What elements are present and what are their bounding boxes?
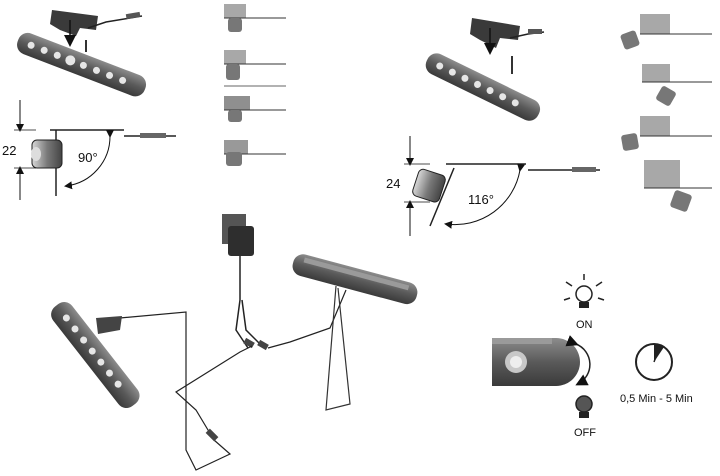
sensor-function: ON OFF 0,5 Min - 5 Min: [492, 274, 693, 439]
rotate-arrow-icon: [565, 335, 591, 386]
mounting-bracket-right: [470, 18, 520, 48]
left-sensor-positions: [224, 4, 286, 166]
timer-label: 0,5 Min - 5 Min: [620, 393, 693, 405]
left-mount-illustration: 22 90°: [2, 10, 176, 200]
mounting-bracket: [50, 10, 98, 36]
timer-icon: [635, 343, 673, 381]
right-sensor-positions: [620, 14, 712, 212]
left-angle-label: 90°: [78, 150, 98, 165]
on-label: ON: [576, 319, 593, 331]
right-mount-illustration: 24 116°: [386, 18, 600, 236]
off-label: OFF: [574, 427, 596, 439]
sensor-head-right: [412, 168, 446, 203]
right-height-label: 24: [386, 176, 400, 191]
left-height-label: 22: [2, 143, 16, 158]
bulb-off-icon: [575, 395, 593, 418]
wiring-illustration: [51, 214, 418, 471]
light-bar: [17, 32, 147, 97]
light-bar-bottom-right: [292, 254, 418, 305]
sensor-bar-end: [492, 338, 580, 386]
right-angle-label: 116°: [468, 192, 494, 207]
light-bar-right: [425, 53, 541, 121]
power-adapter: [228, 226, 254, 256]
light-bar-bottom-left: [51, 302, 140, 409]
bulb-on-icon: [563, 274, 605, 308]
